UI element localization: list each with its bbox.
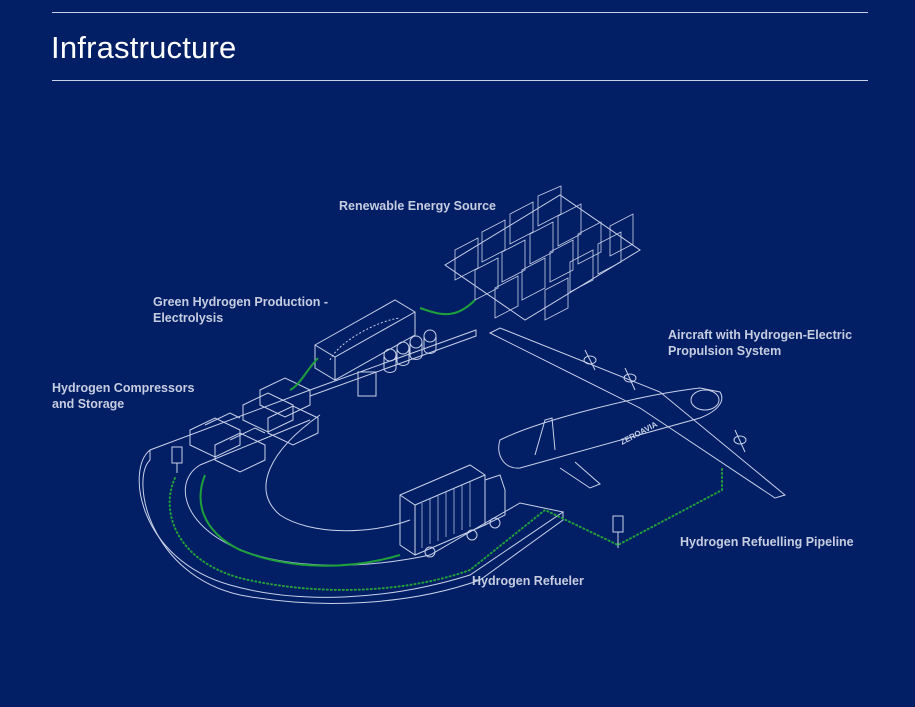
label-renewable-energy-source: Renewable Energy Source	[339, 199, 497, 213]
top-divider	[52, 12, 868, 13]
label-compressors-line1: Hydrogen Compressors	[52, 381, 195, 395]
title-divider	[52, 80, 868, 81]
solar-panel-array	[444, 185, 641, 321]
page-title: Infrastructure	[51, 30, 237, 65]
hydrant-posts	[171, 446, 624, 548]
label-green-hydrogen-production: Green Hydrogen Production - Electrolysis	[153, 294, 328, 326]
label-green-hydrogen-line2: Electrolysis	[153, 311, 224, 325]
label-aircraft-line2: Propulsion System	[668, 344, 782, 358]
hydrogen-refueler-truck	[399, 464, 506, 558]
label-hydrogen-refuelling-pipeline: Hydrogen Refuelling Pipeline	[680, 535, 854, 549]
label-hydrogen-compressors: Hydrogen Compressors and Storage	[52, 380, 194, 412]
aircraft-brand-text: ZEROAVIA	[619, 420, 659, 447]
green-dotted-pipeline	[168, 467, 723, 591]
green-pipeline	[199, 299, 476, 567]
label-hydrogen-refueler: Hydrogen Refueler	[472, 574, 584, 588]
compressor-storage-units	[189, 377, 319, 473]
label-aircraft: Aircraft with Hydrogen-Electric Propulsi…	[668, 327, 852, 359]
label-compressors-line2: and Storage	[52, 397, 125, 411]
label-aircraft-line1: Aircraft with Hydrogen-Electric	[668, 328, 853, 342]
label-green-hydrogen-line1: Green Hydrogen Production -	[153, 295, 329, 309]
electrolysis-unit	[314, 299, 437, 397]
